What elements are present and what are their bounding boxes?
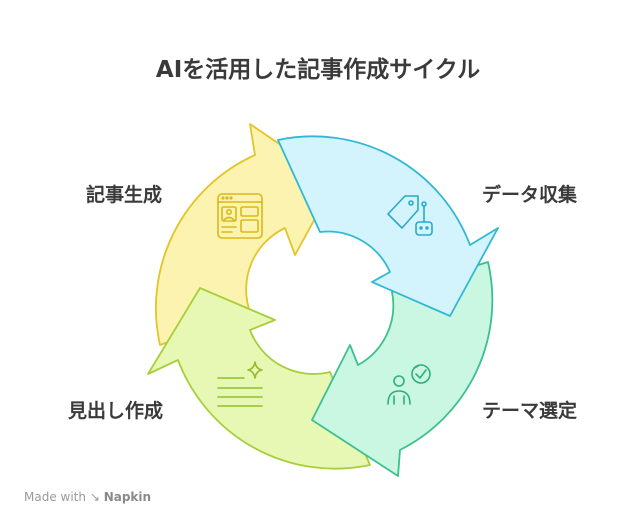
robot-tag-icon — [387, 195, 433, 236]
list-sparkle-icon — [217, 361, 263, 407]
idea-person-icon — [387, 364, 431, 405]
segment-heading-creation — [147, 287, 371, 470]
footer-brand: Napkin — [103, 490, 152, 504]
layout-window-icon — [217, 193, 263, 239]
label-article-generation: 記事生成 — [86, 184, 163, 206]
label-theme-selection: テーマ選定 — [482, 400, 578, 422]
label-heading-creation: 見出し作成 — [68, 400, 164, 422]
segment-data-collection — [277, 135, 499, 317]
diagram-title: AIを活用した記事作成サイクル — [155, 57, 481, 83]
footer-watermark: Made with ↘ Napkin — [24, 490, 151, 504]
napkin-logo-icon: ↘ — [89, 490, 100, 504]
footer-prefix: Made with — [24, 490, 86, 504]
label-data-collection: データ収集 — [482, 184, 578, 206]
